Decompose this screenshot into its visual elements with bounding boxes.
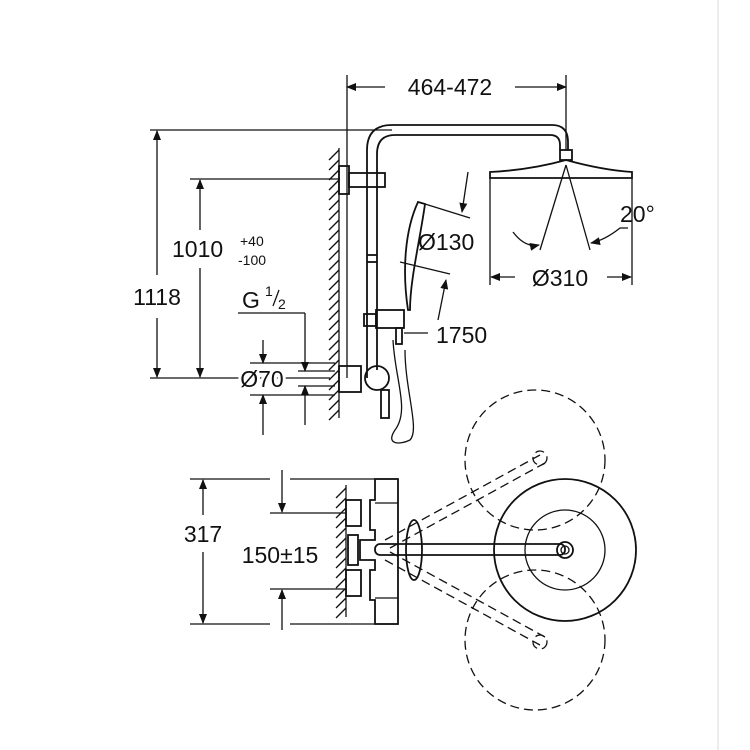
hatch-line: [335, 607, 347, 619]
inlet-diameter-label: Ø70: [240, 366, 283, 392]
hatch-line: [335, 577, 347, 589]
hatch-line: [328, 179, 340, 191]
hand-shower-plan: [405, 519, 423, 581]
hatch-line: [328, 199, 340, 211]
tilt-line-left: [539, 164, 567, 251]
hatch-line: [328, 309, 340, 321]
hatch-line: [328, 359, 340, 371]
arm-plan: [374, 543, 566, 556]
wall-hatch: [328, 149, 340, 421]
hatch-line: [328, 239, 340, 251]
hatch-line: [328, 149, 340, 161]
hatch-line: [328, 269, 340, 281]
rail-height-label: 1010: [172, 236, 223, 262]
thread-prefix: G: [242, 287, 260, 313]
tilt-angle-label: 20°: [620, 201, 655, 227]
hatch-line: [335, 557, 347, 569]
hatch-line: [328, 339, 340, 351]
hatch-line: [335, 527, 347, 539]
hand-shower: [404, 200, 426, 311]
hatch-line: [328, 409, 340, 421]
hatch-line: [335, 587, 347, 599]
mixer-plan: [359, 478, 399, 625]
swivel-position-top: [464, 389, 606, 531]
tilt-line-right: [565, 164, 591, 251]
hatch-line: [335, 487, 347, 499]
shower-arm-inner: [376, 134, 561, 370]
hose-connector: [395, 327, 403, 345]
hatch-line: [328, 279, 340, 291]
hatch-line: [328, 329, 340, 341]
hatch-line: [335, 567, 347, 579]
hatch-line: [328, 229, 340, 241]
mixer-body: [338, 365, 362, 393]
hatch-line: [335, 547, 347, 559]
inlet-spacing-label: 150±15: [242, 542, 319, 568]
wall-hatch-plan: [335, 487, 347, 619]
outlet: [380, 389, 390, 419]
hatch-line: [328, 349, 340, 361]
hatch-line: [328, 189, 340, 201]
hatch-line: [328, 399, 340, 411]
hatch-line: [335, 597, 347, 609]
hatch-line: [335, 517, 347, 529]
hatch-line: [328, 249, 340, 261]
thread-num: 1: [265, 283, 273, 299]
hatch-line: [328, 219, 340, 231]
side-view: 464-472 1118 1010 +40 -100 G 1 2 Ø70 Ø13…: [133, 74, 655, 444]
rail-tol-minus: -100: [238, 252, 266, 268]
slider-holder: [375, 309, 405, 329]
thread-den: 2: [278, 296, 286, 312]
shower-arm-outer: [366, 124, 569, 378]
hose-length-label: 1750: [436, 322, 487, 348]
arm-projection-label: 464-472: [408, 74, 492, 100]
hatch-line: [328, 299, 340, 311]
hatch-line: [328, 369, 340, 381]
hatch-line: [328, 209, 340, 221]
mixer-knob: [364, 365, 390, 391]
head-diameter-label: Ø310: [532, 265, 588, 291]
hatch-line: [328, 379, 340, 391]
plan-view: 317 150±15: [184, 389, 637, 711]
head-shower-plan: [493, 478, 637, 622]
slider-button: [363, 313, 377, 327]
rail-tol-plus: +40: [240, 233, 264, 249]
hatch-line: [328, 289, 340, 301]
hatch-line: [335, 497, 347, 509]
hatch-line: [328, 259, 340, 271]
hand-shower-diameter-label: Ø130: [418, 229, 474, 255]
head-shower: [489, 159, 633, 179]
total-height-label: 1118: [133, 284, 181, 310]
hatch-line: [328, 319, 340, 331]
hose: [391, 339, 414, 444]
hatch-line: [328, 159, 340, 171]
depth-label: 317: [184, 521, 222, 547]
swivel-position-bottom: [464, 569, 606, 711]
bracket-arm: [348, 172, 386, 188]
hatch-line: [328, 169, 340, 181]
hatch-line: [335, 537, 347, 549]
